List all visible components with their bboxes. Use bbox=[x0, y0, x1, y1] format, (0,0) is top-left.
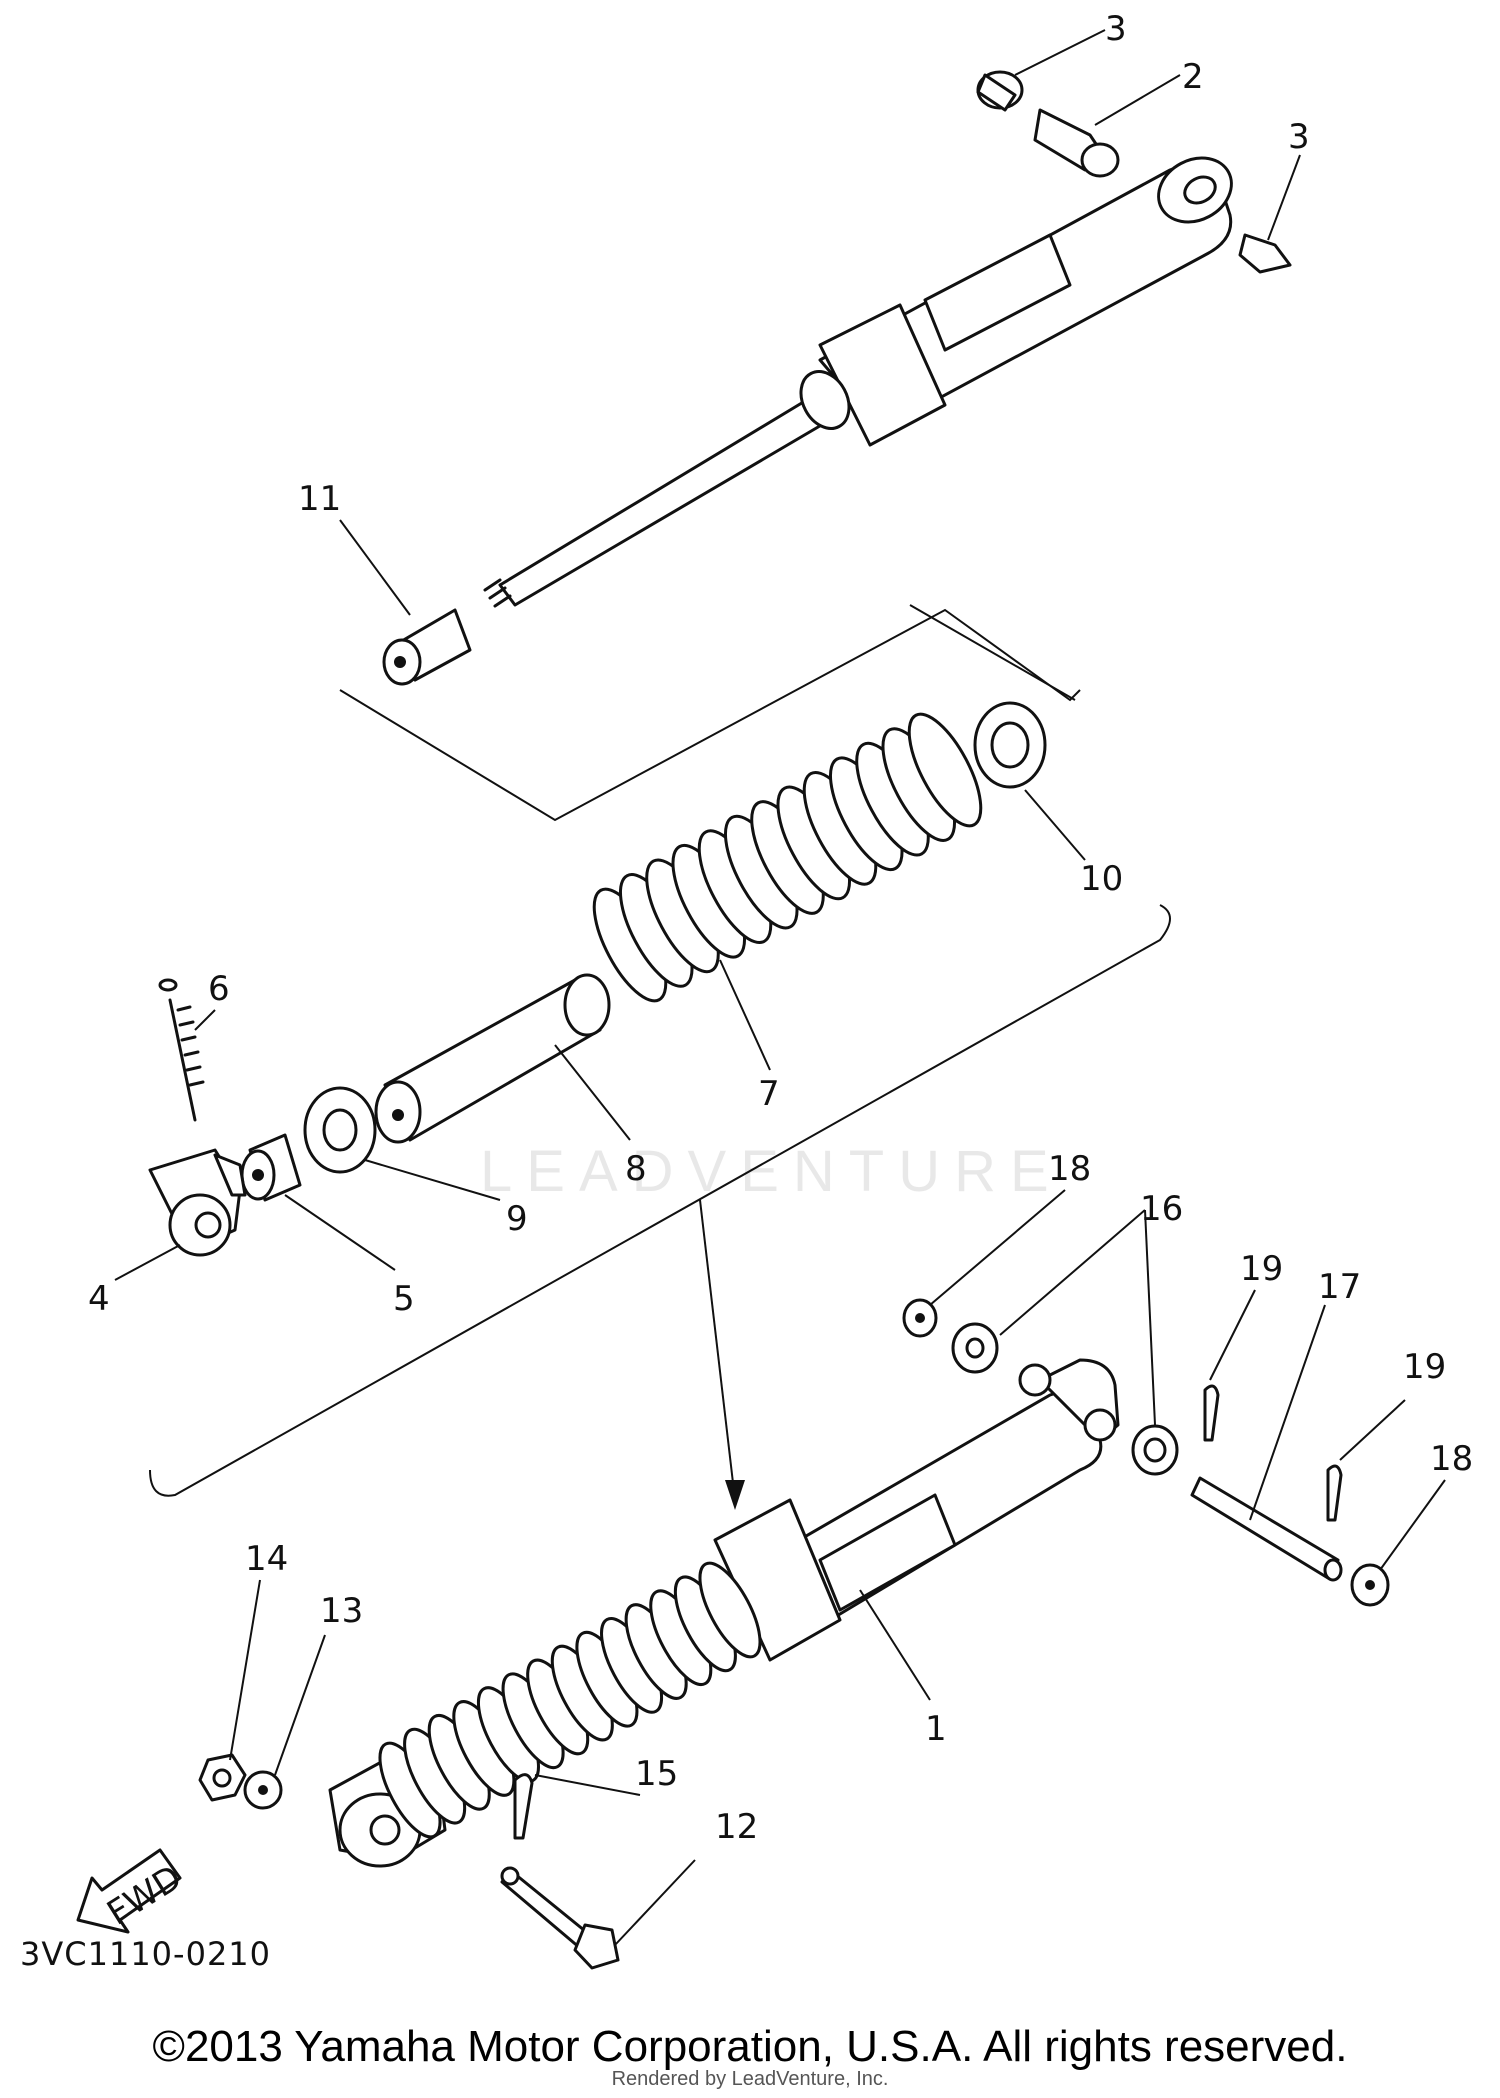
callout-11: 11 bbox=[298, 479, 341, 519]
callout-15: 15 bbox=[635, 1754, 678, 1794]
callout-19-left: 19 bbox=[1240, 1249, 1283, 1289]
upper-shock-body bbox=[483, 156, 1233, 608]
assembled-spring bbox=[378, 1561, 762, 1839]
pin-part-17 bbox=[1190, 1476, 1343, 1582]
bump-stop-part-11 bbox=[382, 608, 472, 686]
callout-5: 5 bbox=[393, 1279, 415, 1319]
callout-10: 10 bbox=[1080, 859, 1123, 899]
bushing-part-16-right bbox=[1131, 1424, 1179, 1476]
copyright-notice: ©2013 Yamaha Motor Corporation, U.S.A. A… bbox=[152, 2022, 1348, 2071]
bushing-part-16-left bbox=[951, 1322, 999, 1374]
callout-3-right: 3 bbox=[1288, 117, 1310, 157]
callout-17: 17 bbox=[1318, 1267, 1361, 1307]
clip-part-19-right bbox=[1326, 1464, 1343, 1522]
callout-9: 9 bbox=[506, 1199, 528, 1239]
callout-6: 6 bbox=[208, 969, 230, 1009]
watermark-text: LEADVENTURE bbox=[480, 1139, 1063, 1204]
washer-part-9 bbox=[303, 1086, 377, 1174]
callout-14: 14 bbox=[245, 1539, 288, 1579]
leader-lines bbox=[114, 29, 1446, 1946]
cotter-pin-part-15 bbox=[513, 1773, 534, 1840]
callout-4: 4 bbox=[88, 1279, 110, 1319]
spring-coil bbox=[907, 712, 983, 828]
spacer-tube-part-8 bbox=[374, 973, 611, 1144]
drawing-code: 3VC1110-0210 bbox=[20, 1935, 272, 1973]
callout-12: 12 bbox=[715, 1807, 758, 1847]
callout-2: 2 bbox=[1182, 57, 1204, 97]
callout-18-top: 18 bbox=[1048, 1149, 1091, 1189]
exploded-group-bracket bbox=[149, 904, 1171, 1497]
adjuster-part-5 bbox=[240, 1133, 302, 1202]
spring-part-7 bbox=[592, 712, 983, 1003]
lower-eye-part-4 bbox=[148, 1148, 247, 1257]
callout-1: 1 bbox=[925, 1709, 947, 1749]
callout-13: 13 bbox=[320, 1591, 363, 1631]
callout-16: 16 bbox=[1140, 1189, 1183, 1229]
washer-part-18-top bbox=[902, 1298, 938, 1338]
callout-8: 8 bbox=[625, 1149, 647, 1189]
bolt-part-6 bbox=[158, 978, 205, 1122]
assembly-bracket-lines bbox=[339, 604, 1081, 822]
callout-labels: 3 2 3 11 10 7 6 8 9 5 4 18 16 19 17 19 1… bbox=[88, 9, 1473, 1847]
bolt-part-12 bbox=[500, 1866, 620, 1970]
callout-19-right: 19 bbox=[1403, 1347, 1446, 1387]
bushing-parts-2-3 bbox=[976, 70, 1292, 274]
callout-18-right: 18 bbox=[1430, 1439, 1473, 1479]
nut-part-14 bbox=[198, 1753, 247, 1802]
washer-part-18-right bbox=[1350, 1563, 1390, 1607]
spring-coil bbox=[698, 1561, 762, 1659]
assembly-arrow bbox=[699, 1199, 745, 1510]
rendered-by-credit: Rendered by LeadVenture, Inc. bbox=[611, 2068, 889, 2090]
fwd-arrow-icon: FWD bbox=[76, 1848, 189, 1934]
callout-7: 7 bbox=[758, 1074, 780, 1114]
washer-part-13 bbox=[243, 1770, 283, 1810]
clip-part-19-left bbox=[1203, 1384, 1220, 1442]
spring-seat-part-10 bbox=[973, 701, 1047, 789]
callout-3-top: 3 bbox=[1105, 9, 1127, 49]
